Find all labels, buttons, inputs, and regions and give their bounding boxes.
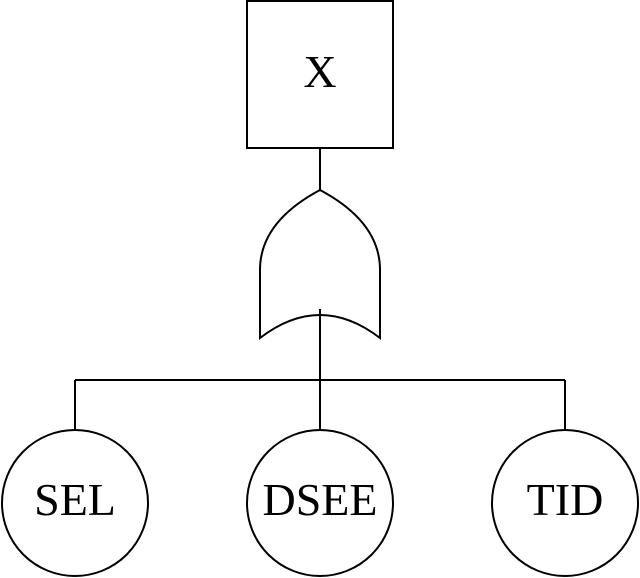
- basic-event-circle: [246, 429, 394, 577]
- basic-event-label: TID: [527, 474, 604, 525]
- basic-event-label: SEL: [34, 474, 116, 525]
- top-event: X: [246, 0, 394, 149]
- basic-event-circle: [491, 429, 639, 577]
- basic-event-circle: [1, 429, 149, 577]
- basic-event-tid: TID: [491, 429, 639, 577]
- top-event-label: X: [303, 46, 336, 97]
- basic-event-dsee: DSEE: [246, 429, 394, 577]
- top-event-box: [246, 0, 394, 149]
- basic-event-sel: SEL: [1, 429, 149, 577]
- basic-event-label: DSEE: [263, 474, 378, 525]
